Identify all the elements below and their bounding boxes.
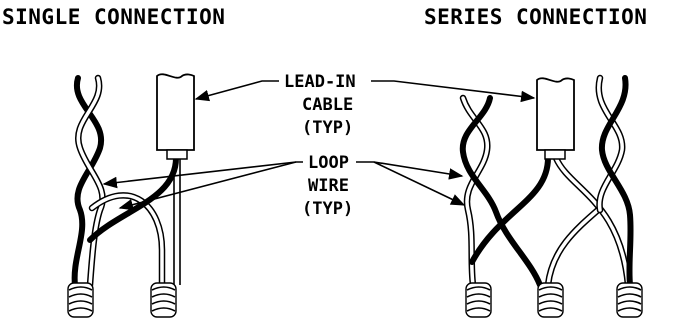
single-lead-in-cable (156, 73, 195, 151)
title-series-connection: SERIES CONNECTION (424, 5, 647, 29)
loop-wire-leader-left-2 (118, 161, 297, 211)
series-lead-white (552, 154, 632, 289)
lead-in-label-line-2: CABLE (302, 95, 353, 115)
series-cross-white (544, 206, 602, 289)
series-lead-in-cable (536, 77, 575, 151)
single-loop-wire-white (75, 74, 106, 289)
series-splice-right (616, 282, 643, 318)
series-left-pair (459, 94, 543, 289)
single-splice-right (150, 282, 177, 318)
lead-in-cable-callout: LEAD-IN CABLE (TYP) (194, 72, 536, 138)
single-connection-diagram (67, 73, 195, 318)
loop-wire-label-line-3: (TYP) (302, 199, 353, 219)
series-splice-left (465, 282, 492, 318)
title-single-connection: SINGLE CONNECTION (2, 5, 225, 29)
series-connection-diagram (459, 74, 643, 318)
loop-wire-callout: LOOP WIRE (TYP) (102, 153, 466, 219)
lead-in-leader-left (194, 80, 279, 102)
lead-in-label-line-1: LEAD-IN (284, 72, 356, 92)
loop-wire-label-line-2: WIRE (308, 176, 349, 196)
lead-in-label-line-3: (TYP) (302, 118, 353, 138)
loop-wire-leader-left-1 (102, 161, 303, 189)
loop-wire-label-line-1: LOOP (308, 153, 349, 173)
series-right-pair (595, 74, 634, 288)
single-splice-left (67, 282, 94, 318)
loop-wire-leader-right-2 (373, 161, 466, 206)
lead-in-leader-right (371, 80, 536, 103)
series-lead-black (469, 155, 551, 265)
loop-wire-leader-right-1 (356, 161, 464, 180)
series-splice-center (537, 282, 564, 318)
